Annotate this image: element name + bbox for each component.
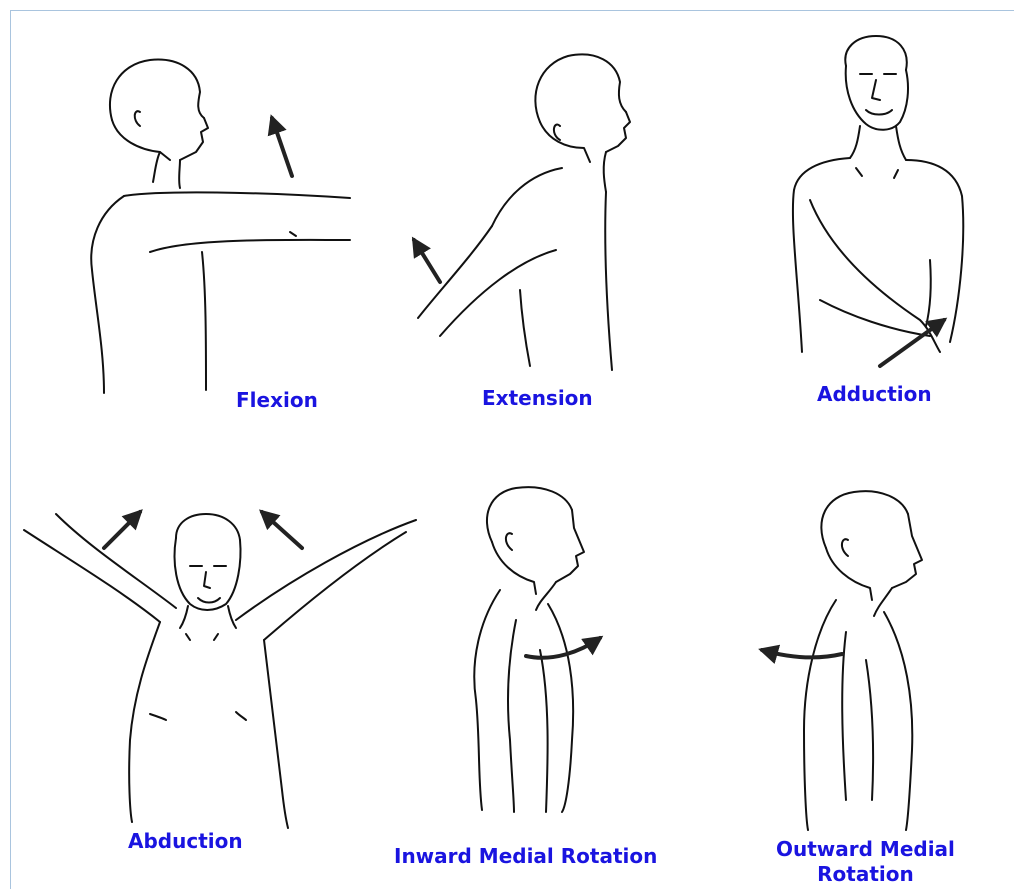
inward-medial-rotation-label: Inward Medial Rotation xyxy=(394,845,657,868)
inward-rotation-figure xyxy=(474,487,600,812)
outward-medial-rotation-label-line1: Outward Medial xyxy=(776,837,955,862)
outward-rotation-figure xyxy=(762,491,922,830)
adduction-figure xyxy=(793,36,963,366)
outward-medial-rotation-label: Outward Medial Rotation xyxy=(776,837,955,887)
outward-medial-rotation-label-line2: Rotation xyxy=(776,862,955,887)
abduction-figure xyxy=(24,512,416,828)
extension-label: Extension xyxy=(482,387,593,410)
adduction-label: Adduction xyxy=(817,383,932,406)
extension-figure xyxy=(414,54,630,370)
abduction-label: Abduction xyxy=(128,830,243,853)
flexion-figure xyxy=(91,60,350,393)
flexion-label: Flexion xyxy=(236,389,318,412)
